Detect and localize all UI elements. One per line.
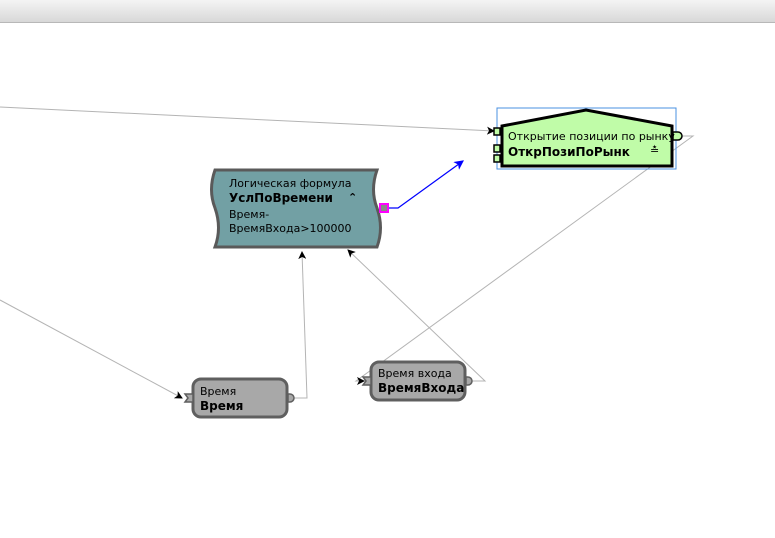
node-name: Время [200, 399, 244, 413]
formula-text: ВремяВхода>100000 [229, 222, 352, 235]
selected-link-line [388, 160, 464, 209]
node-name: ОткрПозиПоРынк [508, 145, 630, 159]
node-type: Время входа [378, 367, 452, 380]
open-position-node-shape [500, 108, 674, 168]
expand-chevron-down-icon[interactable]: ≛ [650, 144, 660, 157]
output-port [465, 376, 473, 386]
input-port [361, 376, 372, 386]
node-type: Время [200, 385, 237, 398]
link-line [293, 251, 308, 399]
link-line [0, 106, 495, 135]
node-type: Логическая формула [229, 177, 352, 190]
node-type: Открытие позиции по рынку [508, 130, 675, 143]
selected-output-port [379, 203, 389, 213]
link-line [347, 249, 487, 382]
node-name: ВремяВхода [378, 381, 465, 395]
link-line [354, 135, 695, 385]
input-ports [493, 127, 501, 163]
node-name: УслПоВремени [229, 191, 333, 205]
input-port [183, 393, 194, 403]
link-line [0, 299, 183, 399]
output-port [287, 393, 295, 403]
output-port [672, 131, 683, 141]
logic-formula-node-shape [210, 168, 382, 249]
window-title-bar [0, 0, 775, 23]
collapse-chevron-up-icon[interactable]: ⌃ [348, 191, 358, 204]
formula-text: Время- [229, 208, 270, 221]
